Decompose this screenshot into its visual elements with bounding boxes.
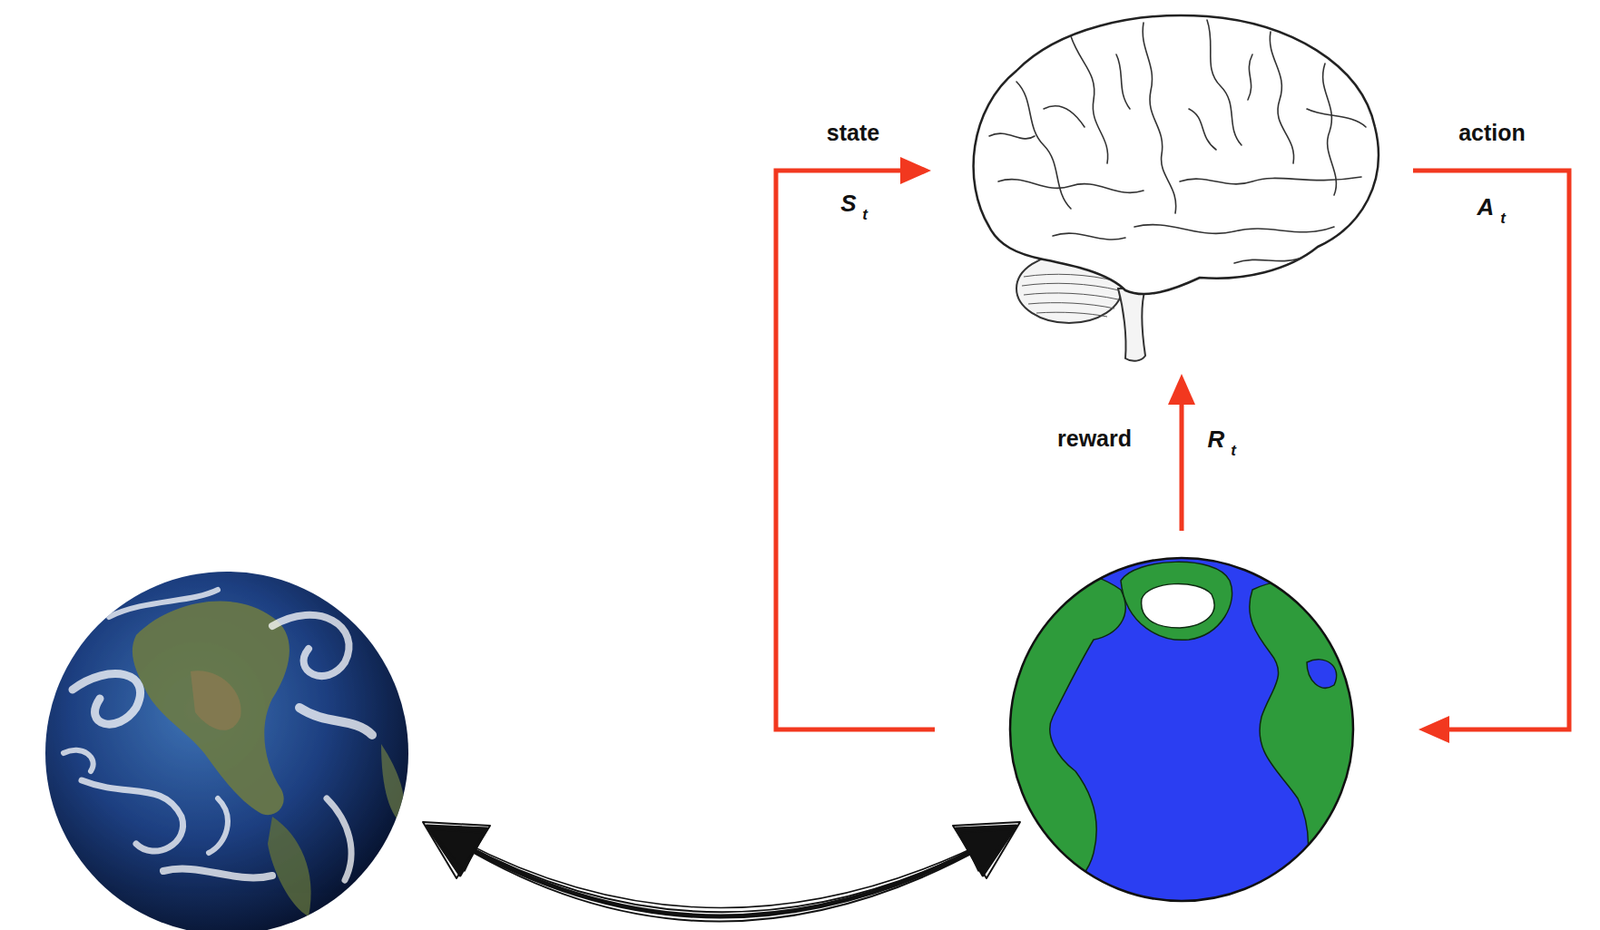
arrow-label: state — [826, 121, 880, 145]
sketch-arrowhead — [422, 822, 1021, 879]
variable-symbol: A — [1477, 195, 1495, 219]
brain-drawing — [973, 15, 1379, 362]
correspondence-arrow — [451, 835, 999, 923]
feedback-loop — [775, 170, 1570, 730]
variable-symbol: R — [1207, 427, 1226, 452]
cartoon-earth — [998, 558, 1362, 908]
arrowhead — [900, 157, 1450, 744]
subscript: t — [1500, 210, 1506, 226]
subscript: t — [1230, 442, 1237, 459]
variable-symbol: S — [840, 191, 856, 216]
arrow-label: action — [1458, 121, 1526, 145]
subscript: t — [862, 206, 868, 223]
arrow-label: reward — [1057, 427, 1132, 451]
photo-earth — [45, 571, 409, 930]
